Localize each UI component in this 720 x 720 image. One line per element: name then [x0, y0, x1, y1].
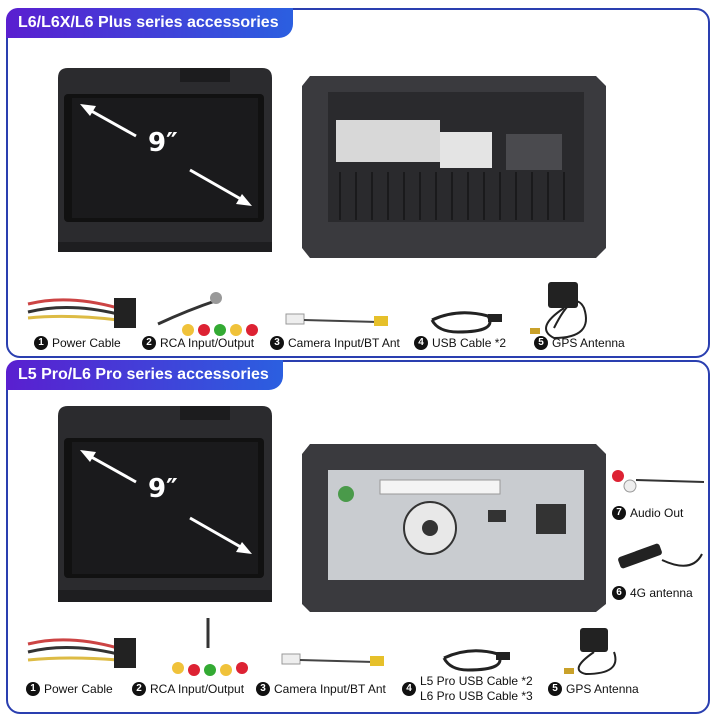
- item-number: 5: [534, 336, 548, 350]
- screen-size-label: 9″: [148, 474, 178, 504]
- accessory-item-rca: 2 RCA Input/Output: [142, 336, 254, 350]
- screen-size-label: 9″: [148, 128, 178, 158]
- item-number: 7: [612, 506, 626, 520]
- usb-cable-image: [442, 649, 510, 672]
- item-number: 2: [142, 336, 156, 350]
- accessories-panel-l6: L6/L6X/L6 Plus series accessories 9″: [6, 8, 710, 358]
- item-number: 6: [612, 586, 626, 600]
- head-unit-front-image: [58, 68, 272, 252]
- item-number: 4: [414, 336, 428, 350]
- item-label: Camera Input/BT Ant: [288, 336, 400, 350]
- item-label: RCA Input/Output: [160, 336, 255, 350]
- item-label: Audio Out: [630, 506, 684, 520]
- usb-cable-image: [430, 311, 502, 334]
- accessory-item-usb: 4 L5 Pro USB Cable *2 L6 Pro USB Cable *…: [402, 674, 533, 704]
- rca-cable-image: [172, 618, 248, 676]
- camera-cable-image: [285, 313, 388, 326]
- item-label-secondary: L6 Pro USB Cable *3: [420, 689, 533, 703]
- item-label: 4G antenna: [630, 586, 693, 600]
- accessory-item-camera: 3 Camera Input/BT Ant: [270, 336, 400, 350]
- power-cable-image: [27, 298, 136, 328]
- accessory-item-4g-antenna: 6 4G antenna: [612, 586, 693, 600]
- rca-cable-image: [157, 292, 258, 336]
- item-number: 3: [270, 336, 284, 350]
- item-label: Camera Input/BT Ant: [274, 682, 386, 696]
- head-unit-front-image: [58, 406, 272, 602]
- panel-title: L6/L6X/L6 Plus series accessories: [6, 8, 293, 38]
- accessory-item-camera: 3 Camera Input/BT Ant: [256, 682, 386, 696]
- item-number: 2: [132, 682, 146, 696]
- item-label: GPS Antenna: [566, 682, 639, 696]
- gps-antenna-image: [530, 282, 587, 340]
- item-label: L5 Pro USB Cable *2: [420, 674, 533, 688]
- accessory-item-gps: 5 GPS Antenna: [534, 336, 625, 350]
- power-cable-image: [27, 638, 136, 668]
- gps-antenna-image: [564, 628, 617, 676]
- accessories-panel-pro: L5 Pro/L6 Pro series accessories 9″ 7 Au…: [6, 360, 710, 714]
- item-label: Power Cable: [44, 682, 113, 696]
- audio-out-cable-image: [612, 470, 705, 493]
- item-label: GPS Antenna: [552, 336, 625, 350]
- accessory-item-gps: 5 GPS Antenna: [548, 682, 639, 696]
- camera-cable-image: [281, 653, 384, 666]
- accessory-item-power-cable: 1 Power Cable: [26, 682, 113, 696]
- accessory-item-power-cable: 1 Power Cable: [34, 336, 121, 350]
- accessory-item-audio-out: 7 Audio Out: [612, 506, 683, 520]
- item-number: 1: [34, 336, 48, 350]
- item-label: Power Cable: [52, 336, 121, 350]
- head-unit-rear-image: [302, 444, 606, 612]
- item-number: 1: [26, 682, 40, 696]
- item-number: 5: [548, 682, 562, 696]
- accessory-item-usb: 4 USB Cable *2: [414, 336, 506, 350]
- 4g-antenna-image: [618, 543, 703, 569]
- accessory-item-rca: 2 RCA Input/Output: [132, 682, 244, 696]
- panel-title: L5 Pro/L6 Pro series accessories: [6, 360, 283, 390]
- item-number: 3: [256, 682, 270, 696]
- item-label: USB Cable *2: [432, 336, 507, 350]
- item-label: RCA Input/Output: [150, 682, 245, 696]
- head-unit-rear-image: [302, 76, 606, 258]
- item-number: 4: [402, 682, 416, 696]
